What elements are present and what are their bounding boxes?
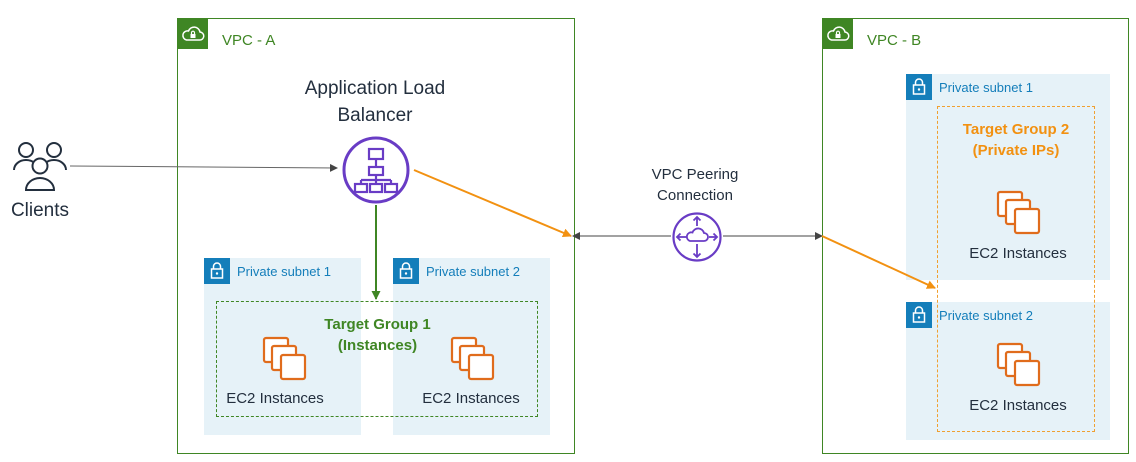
subnet-lock-badge (906, 74, 932, 100)
vpc-peering-icon (672, 212, 722, 262)
subnet-lock-badge (906, 302, 932, 328)
vpc-peering-label: VPC Peering Connection (651, 166, 739, 204)
ec2-instances-icon (996, 190, 1041, 235)
subnet-lock-badge (393, 258, 419, 284)
target-group-1-box (216, 301, 538, 417)
lock-icon (912, 306, 926, 323)
subnet-label: Private subnet 1 (939, 80, 1033, 95)
vpc-b-label: VPC - B (867, 32, 922, 49)
ec2-instances-label: EC2 Instances (422, 390, 520, 407)
vpc-b-private-subnet-1: Private subnet 1 (906, 74, 1110, 280)
subnet-label: Private subnet 1 (237, 264, 331, 279)
ec2-instances-label: EC2 Instances (226, 390, 324, 407)
target-group-1-title: Target Group 1 (Instances) (324, 316, 431, 354)
alb-to-peering-line (413, 169, 572, 238)
subnet-lock-badge (204, 258, 230, 284)
lock-icon (912, 78, 926, 95)
cloud-lock-icon (182, 26, 205, 41)
clients-label: Clients (10, 200, 70, 221)
vpc-a-private-subnet-1: Private subnet 1 (204, 258, 361, 435)
vpc-badge (823, 19, 853, 49)
cloud-lock-icon (827, 26, 850, 41)
target-group-2-title: Target Group 2 (Private IPs) (962, 121, 1070, 159)
peering-to-target-group-2-line (821, 235, 936, 289)
ec2-instances-icon (450, 336, 495, 381)
lock-icon (210, 262, 224, 279)
alb-label: Application Load Balancer (304, 78, 446, 126)
users-icon (13, 142, 67, 191)
lock-icon (399, 262, 413, 279)
ec2-instances-label: EC2 Instances (969, 397, 1067, 414)
ec2-instances-icon (262, 336, 307, 381)
vpc-badge (178, 19, 208, 49)
subnet-label: Private subnet 2 (939, 308, 1033, 323)
ec2-instances-label: EC2 Instances (969, 245, 1067, 262)
target-group-2-box (937, 106, 1095, 432)
clients-to-alb-line (69, 163, 338, 172)
load-balancer-icon (342, 136, 410, 204)
vpc-a-label: VPC - A (222, 32, 276, 49)
subnet-label: Private subnet 2 (426, 264, 520, 279)
ec2-instances-icon (996, 342, 1041, 387)
